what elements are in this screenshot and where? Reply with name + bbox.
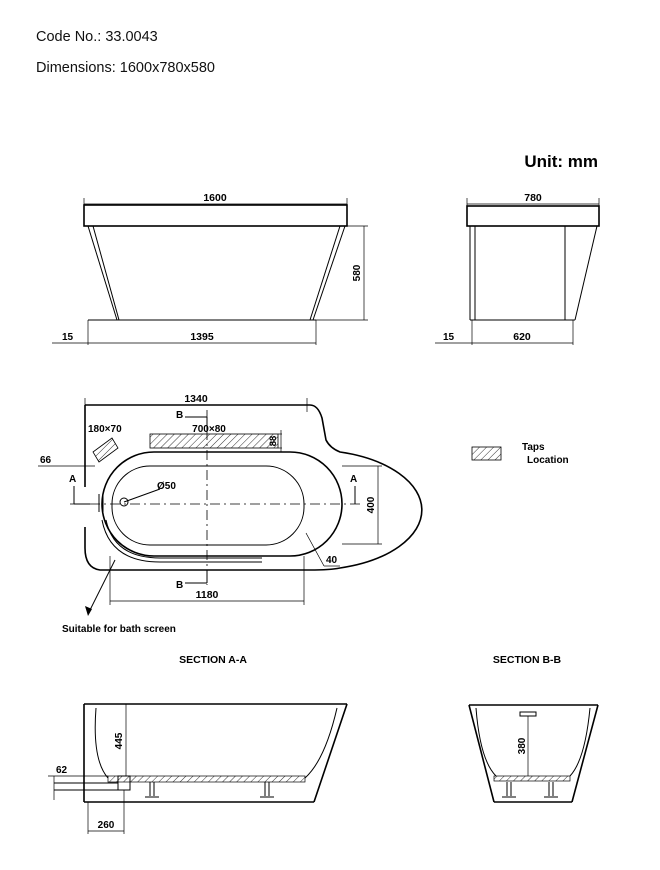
corner-size-label: 180×70 [88,424,122,435]
front-height-label: 580 [352,264,363,281]
side-base-offset-label: 15 [443,332,455,343]
taps-legend: Taps Location [471,442,569,466]
front-base-offset-label: 15 [62,332,74,343]
section-b-bottom: B [176,580,183,591]
taps-size-label: 700×80 [192,424,226,435]
basin-outer [101,451,343,557]
section-b-top: B [176,410,183,421]
corner-hatch [92,437,119,463]
section-bb-title: SECTION B-B [493,654,562,666]
front-width-label: 1600 [203,192,227,204]
side-width-label: 780 [524,192,542,204]
taps-depth-label: 88 [268,436,279,447]
aa-floor-hatch [107,775,306,783]
edge-offset-label: 66 [40,455,52,466]
inner-width-label: 400 [366,496,377,513]
bb-floor-hatch [493,775,571,782]
front-rim [83,204,348,227]
drain-circle [119,497,129,507]
aa-depth-label: 445 [114,732,125,749]
dimensions-text: Dimensions: 1600x780x580 [36,60,215,76]
rim-label: 40 [326,555,338,566]
legend-label-line1: Taps [522,442,545,453]
legend-label-line2: Location [527,455,569,466]
side-view: 780 15 620 [435,192,600,345]
inner-length-label: 1180 [196,589,219,601]
side-rim [466,205,600,227]
side-base-length-label: 620 [513,331,531,343]
top-length-label: 1340 [184,393,208,405]
section-aa-title: SECTION A-A [179,654,247,666]
basin-inner [111,465,305,546]
code-number: Code No.: 33.0043 [36,29,158,45]
front-base-length-label: 1395 [190,331,214,343]
front-view: 1600 580 15 1395 [52,192,368,345]
bb-depth-label: 380 [517,737,528,754]
top-outline [84,404,423,571]
drain-label: Ø50 [157,481,176,492]
section-aa-view: 445 62 260 [48,703,348,834]
aa-drain-offset-label: 260 [98,820,115,831]
section-bb-view: 380 [468,704,599,803]
unit-label: Unit: mm [524,152,598,171]
section-a-right: A [350,474,357,485]
top-view: 1340 B B 700×80 180×70 88 66 A A Ø50 400 [38,393,423,635]
legend-hatch-swatch [471,446,502,461]
taps-location-hatch [149,433,279,449]
section-a-left: A [69,474,76,485]
aa-floor-label: 62 [56,765,68,776]
bath-screen-note: Suitable for bath screen [62,624,176,635]
